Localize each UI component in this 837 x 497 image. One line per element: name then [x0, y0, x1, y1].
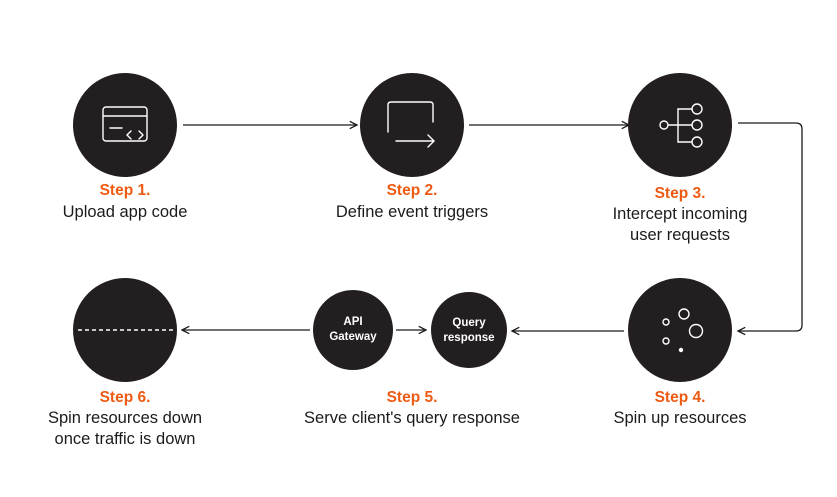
branch-network-icon — [659, 103, 703, 148]
api-gateway-line-2: Gateway — [329, 331, 377, 343]
query-response-node: Query response — [431, 292, 507, 368]
step-3-node — [628, 73, 732, 177]
step-6-desc-line-2: once traffic is down — [55, 430, 196, 448]
query-response-line-1: Query — [452, 317, 486, 329]
step-2-node — [360, 73, 464, 177]
api-gateway-line-1: API — [343, 316, 362, 328]
bubbles-icon — [662, 308, 704, 353]
code-window-icon — [102, 106, 148, 142]
step-3-desc-line-1: Intercept incoming — [613, 205, 748, 223]
step-6-node — [73, 278, 177, 382]
step-5-label: Step 5. — [387, 389, 438, 406]
step-6-label: Step 6. — [100, 389, 151, 406]
step-4-node — [628, 278, 732, 382]
step-4-label: Step 4. — [655, 389, 706, 406]
step-3-label: Step 3. — [655, 185, 706, 202]
step-1-label: Step 1. — [100, 182, 151, 199]
api-gateway-node: API Gateway — [313, 290, 393, 370]
step-1-desc: Upload app code — [63, 203, 188, 221]
step-1-node — [73, 73, 177, 177]
step-6-desc-line-1: Spin resources down — [48, 409, 202, 427]
trigger-arrow-icon — [387, 101, 435, 148]
step-2-desc: Define event triggers — [336, 203, 488, 221]
step-5-desc: Serve client's query response — [304, 409, 520, 427]
step-2-label: Step 2. — [387, 182, 438, 199]
step-3-desc-line-2: user requests — [630, 226, 730, 244]
step-4-desc: Spin up resources — [614, 409, 747, 427]
connector-step3-step4 — [738, 122, 803, 331]
query-response-line-2: response — [443, 332, 494, 344]
